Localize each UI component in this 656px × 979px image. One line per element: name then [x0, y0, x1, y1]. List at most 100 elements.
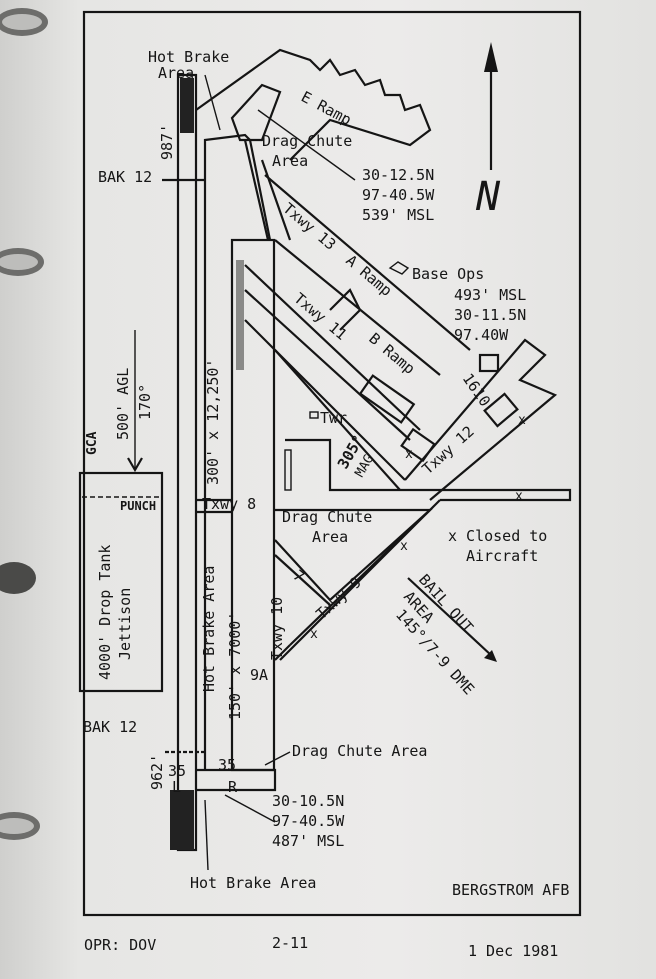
- diagram-stroke: [483, 392, 519, 428]
- diagram-label: Area: [272, 152, 308, 170]
- diagram-label: BAK 12: [98, 168, 152, 186]
- diagram-label: Hot Brake: [148, 48, 229, 66]
- footer-opr: OPR: DOV: [84, 936, 156, 954]
- diagram-label: 97-40.5W: [272, 812, 345, 830]
- e-ramp: [195, 48, 432, 241]
- diagram-stroke: [274, 508, 433, 602]
- diagram-label: 97-40.5W: [362, 186, 435, 204]
- diagram-stroke: [358, 374, 416, 424]
- diagram-stroke: [230, 83, 282, 142]
- diagram-label: GCA: [85, 431, 100, 455]
- diagram-label: Base Ops: [412, 265, 484, 283]
- diagram-label: Hot Brake Area: [200, 566, 218, 692]
- tower-icon: [309, 411, 319, 419]
- diagram-label: 30-12.5N: [362, 166, 434, 184]
- diagram-label: 987': [158, 124, 176, 160]
- base-ops-icon: [388, 261, 410, 275]
- diagram-stroke: [0, 818, 34, 834]
- diagram-label: Hot Brake Area: [190, 874, 316, 892]
- diagram-stroke: [274, 554, 331, 606]
- diagram-stroke: [478, 353, 500, 373]
- diagram-label: Area: [158, 64, 194, 82]
- diagram-stroke: [264, 174, 471, 351]
- diagram-stroke: [484, 42, 498, 72]
- diagram-label: x: [310, 627, 318, 642]
- diagram-stroke: [274, 644, 291, 661]
- diagram-stroke: [289, 509, 431, 646]
- diagram-label: BAK 12: [83, 718, 137, 736]
- diagram-label: Txwy 10: [268, 597, 286, 660]
- diagram-stroke: [257, 109, 356, 181]
- diagram-stroke: [2, 14, 42, 30]
- diagram-label: 9A: [250, 666, 268, 684]
- north-arrow-icon: N: [475, 42, 501, 220]
- diagram-stroke: [274, 349, 401, 491]
- diagram-stroke: [0, 562, 36, 594]
- diagram-label: Txwy 13: [279, 199, 339, 253]
- airfield-title: BERGSTROM AFB: [452, 881, 569, 899]
- diagram-label: 35: [168, 762, 186, 780]
- runway-35l: [162, 73, 205, 852]
- diagram-label: 1610: [459, 370, 494, 410]
- diagram-stroke: [284, 449, 292, 491]
- binder-rings: [0, 8, 48, 840]
- diagram-stroke: [180, 78, 194, 133]
- diagram-label: 4000' Drop Tank: [96, 545, 114, 680]
- leader-lines: [204, 74, 356, 871]
- diagram-label: PUNCH: [120, 499, 156, 513]
- diagram-stroke: [244, 319, 406, 481]
- diagram-label: Drag Chute Area: [292, 742, 427, 760]
- diagram-stroke: [196, 768, 277, 792]
- diagram-stroke: [176, 73, 198, 852]
- diagram-label: 170°: [136, 384, 154, 420]
- diagram-label: Twr: [320, 409, 347, 427]
- diagram-label: Txwy 9: [313, 573, 365, 623]
- diagram-label: x: [515, 489, 523, 504]
- diagram-stroke: [236, 260, 244, 370]
- diagram-stroke: [243, 139, 270, 241]
- diagram-stroke: [204, 799, 209, 871]
- diagram-stroke: [264, 751, 291, 766]
- footer-date: 1 Dec 1981: [468, 942, 558, 960]
- diagram-label: Txwy 8: [202, 495, 256, 513]
- diagram-stroke: [285, 438, 572, 502]
- diagram-stroke: [204, 74, 221, 131]
- diagram-label: 35: [218, 756, 236, 774]
- diagram-stroke: [170, 790, 194, 850]
- diagram-stroke: [203, 133, 272, 241]
- diagram-stroke: [195, 48, 432, 161]
- north-label: N: [475, 174, 501, 220]
- diagram-stroke: [78, 471, 164, 693]
- diagram-label: x: [400, 539, 408, 554]
- diagram-label: 962': [148, 754, 166, 790]
- diagram-label: Area: [312, 528, 348, 546]
- diagram-label: 539' MSL: [362, 206, 434, 224]
- diagram-label: Aircraft: [466, 547, 538, 565]
- diagram-label: Drag Chute: [262, 132, 352, 150]
- diagram-stroke: [404, 338, 558, 501]
- diagram-stroke: [484, 650, 497, 662]
- diagram-stroke: [260, 159, 292, 241]
- diagram-stroke: [274, 239, 441, 376]
- bailout-arrow-icon: [407, 577, 493, 657]
- diagram-label: R: [228, 778, 238, 796]
- diagram-label: 97.40W: [454, 326, 509, 344]
- diagram-stroke: [244, 264, 421, 431]
- diagram-label: L: [172, 778, 181, 796]
- diagram-label: 30-11.5N: [454, 306, 526, 324]
- diagram-label: Jettison: [116, 588, 134, 660]
- diagram-stroke: [400, 427, 436, 463]
- jettison-area: PUNCH: [78, 330, 164, 693]
- diagram-stroke: [244, 289, 411, 441]
- diagram-frame: [82, 10, 582, 917]
- diagram-stroke: [224, 794, 276, 823]
- diagram-label: x: [405, 447, 413, 462]
- diagram-label: x Closed to: [448, 527, 547, 545]
- diagram-stroke: [127, 457, 143, 473]
- diagram-stroke: [329, 288, 362, 331]
- diagram-label: x: [518, 413, 526, 428]
- diagram-label: 30-10.5N: [272, 792, 344, 810]
- diagram-label: 487' MSL: [272, 832, 344, 850]
